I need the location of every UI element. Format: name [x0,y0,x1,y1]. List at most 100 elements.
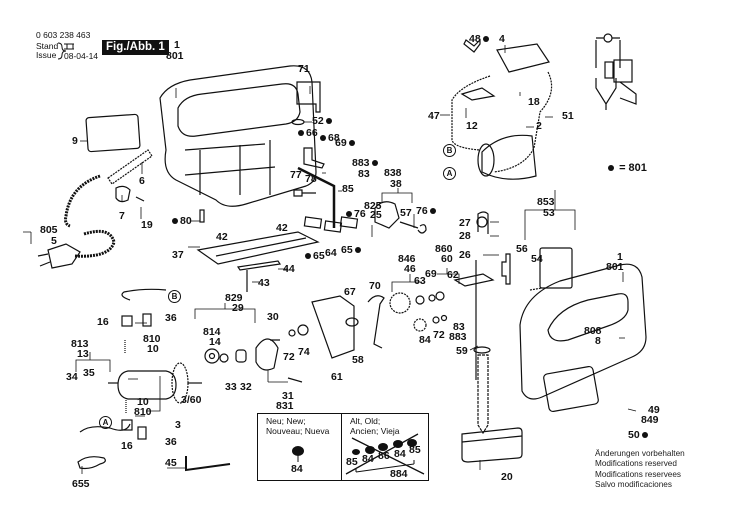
part-label: 14 [209,336,221,348]
part-label: 62 [447,269,459,281]
note-line: Modifications reservees [595,469,682,479]
label-plate-9 [85,113,141,153]
part-label-80: 80 [170,216,192,227]
part-label: 801 [166,50,184,62]
part-label: 60 [441,253,453,265]
part-label: 2 [536,120,542,132]
part-label: 20 [501,471,513,483]
part-label: 838 [384,167,402,179]
part-label: 8 [595,335,601,347]
part-label: 63 [414,275,426,287]
tube-6 [107,149,153,185]
part-label: 10 [147,343,159,355]
part-label: 655 [72,478,90,490]
part-label: 25 [370,209,382,221]
part-label-69: 69 [335,138,357,149]
part-label: 42 [216,231,228,243]
part-label: 53 [543,207,555,219]
part-label: 26 [459,249,471,261]
part-label: 6 [139,175,145,187]
crossed-out-parts [345,433,425,475]
part-label: 825 [364,200,382,212]
plate-20 [461,427,523,463]
note-line: Salvo modificaciones [595,479,672,489]
part-label: 32 [240,381,252,393]
part-label: 27 [459,217,471,229]
part-label: 4 [499,33,505,45]
part-label: 801 [606,261,624,273]
dot-icon [354,247,361,254]
part-label: 31 [282,390,294,402]
part-label: 9 [72,135,78,147]
issue-date: 08-04-14 [64,51,99,61]
note-line: Modifications reserved [595,459,677,469]
part-label: 72 [283,351,295,363]
dot-icon [325,118,332,125]
wiring-schematic [595,33,637,110]
part-number: 0 603 238 463 [36,30,91,40]
part-label: 64 [325,247,337,259]
part-label: 29 [232,302,244,314]
part-label: 42 [276,222,288,234]
part-label: 18 [528,96,540,108]
part-label: 849 [641,414,659,426]
part-label: 810 [143,333,161,345]
part-label-76b: 76 [416,206,438,217]
part-label: 860 [435,243,453,255]
part-label: 61 [331,371,343,383]
figure-label: Fig./Abb. 1 [102,40,169,55]
part-7 [115,185,131,203]
issue-label: Issue [36,50,57,60]
part-label: 813 [71,338,89,350]
part-label: 45 [165,457,177,469]
dot-icon [346,211,352,218]
inset-old-part: 85 [346,456,358,468]
part-label-50: 50 [628,430,650,441]
part-label: 77 [290,169,302,181]
part-label: 7 [119,210,125,222]
inset-old-part: 85 [409,444,421,456]
inset-old-line1: Alt, Old; [350,416,381,426]
inset-new-line2: Nouveau; Nueva [266,426,330,436]
dot-icon [429,208,436,215]
part-label: 47 [428,110,440,122]
part-label: 28 [459,230,471,242]
part-label: 16 [121,440,133,452]
inset-old-box: Alt, Old; Ancien; Vieja 85 84 86 84 85 8… [341,413,429,481]
part-label: 67 [344,286,356,298]
modifications-note: Änderungen vorbehalten Modifications res… [595,449,685,490]
inset-old-line2: Ancien; Vieja [350,426,400,436]
part-label: 59 [456,345,468,357]
part-label-66: 66 [296,128,318,139]
part-label: 83 [453,321,465,333]
legend-dot-801: = 801 [606,163,647,174]
dot-icon [641,432,648,439]
part-label: 34 [66,371,78,383]
hex-key-45 [185,456,231,472]
part-label-65b: 65 [341,245,363,256]
part-label: 83 [358,168,370,180]
marker-a-bottom: A [99,416,112,429]
part-label: 58 [352,354,364,366]
cable-5 [64,174,116,258]
inset-old-part: 84 [362,453,374,465]
dot-icon [482,36,489,43]
gear-84-icon [292,446,304,462]
note-line: Änderungen vorbehalten [595,449,685,458]
dot-icon [172,218,178,225]
part-label: 808 [584,325,602,337]
part-label: 883 [449,331,467,343]
part-label: 38 [390,178,402,190]
part-label: 3/60 [181,394,202,406]
part-label: 5 [51,235,57,247]
part-label: 56 [516,243,528,255]
dot-icon [320,135,326,142]
part-label: 57 [400,207,412,219]
part-label: 846 [398,253,416,265]
inset-old-bracket: 884 [390,468,408,480]
part-label-48: 48 [469,34,491,45]
marker-b-bottom: B [168,290,181,303]
part-label: 44 [283,263,295,275]
part-label: 829 [225,292,243,304]
